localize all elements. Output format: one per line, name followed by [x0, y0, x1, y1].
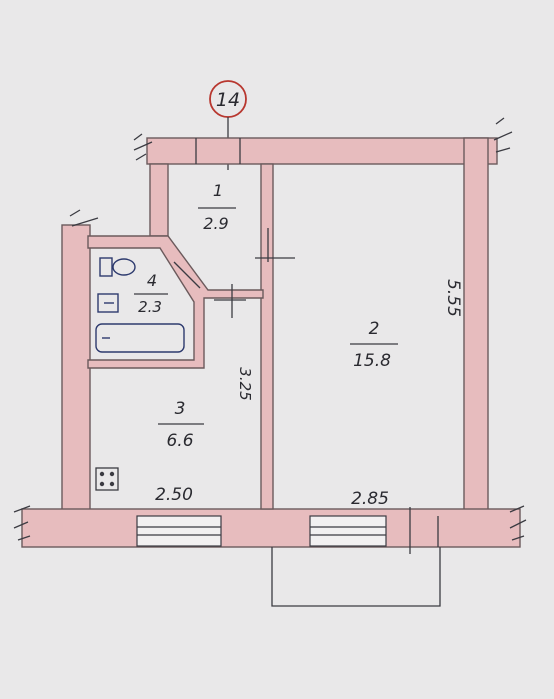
kitchen-length-dimension: 3.25 — [236, 367, 254, 400]
interior-doors — [173, 228, 295, 318]
room-4-area: 2.3 — [138, 298, 162, 316]
room-3-area: 6.6 — [166, 431, 193, 451]
entrance-wall — [149, 163, 169, 237]
room-length-dimension: 5.55 — [443, 279, 463, 317]
stove-icon — [95, 467, 119, 491]
left-wall — [61, 224, 91, 516]
entrance-door — [195, 138, 241, 164]
bottom-wall — [21, 508, 521, 548]
sink-icon — [97, 293, 119, 313]
bathroom-fixtures — [95, 257, 185, 353]
kitchen-window — [136, 515, 222, 547]
apartment-number: 14 — [216, 89, 240, 111]
room-2-number: 2 — [369, 319, 380, 339]
walls — [21, 137, 521, 548]
right-wall — [463, 137, 489, 519]
bathtub-icon — [95, 323, 185, 353]
balcony — [271, 547, 441, 607]
windows — [136, 507, 439, 554]
bathroom-wall — [87, 235, 264, 369]
room-3-number: 3 — [175, 399, 186, 419]
room-width-dimension: 2.85 — [351, 489, 389, 509]
break-marks — [13, 117, 527, 541]
toilet-icon — [99, 257, 136, 277]
partition-wall — [260, 163, 274, 510]
room-1-label: 1 2.9 — [198, 181, 236, 233]
top-wall — [146, 137, 498, 165]
kitchen-width-dimension: 2.50 — [155, 485, 193, 505]
room-4-number: 4 — [147, 271, 157, 290]
room-2-area: 15.8 — [353, 351, 391, 371]
room-window — [309, 515, 387, 547]
room-4-label: 4 2.3 — [134, 271, 168, 316]
room-2-label: 2 15.8 — [350, 319, 398, 371]
room-1-area: 2.9 — [203, 214, 228, 233]
room-3-label: 3 6.6 — [158, 399, 204, 451]
room-1-number: 1 — [213, 181, 223, 200]
